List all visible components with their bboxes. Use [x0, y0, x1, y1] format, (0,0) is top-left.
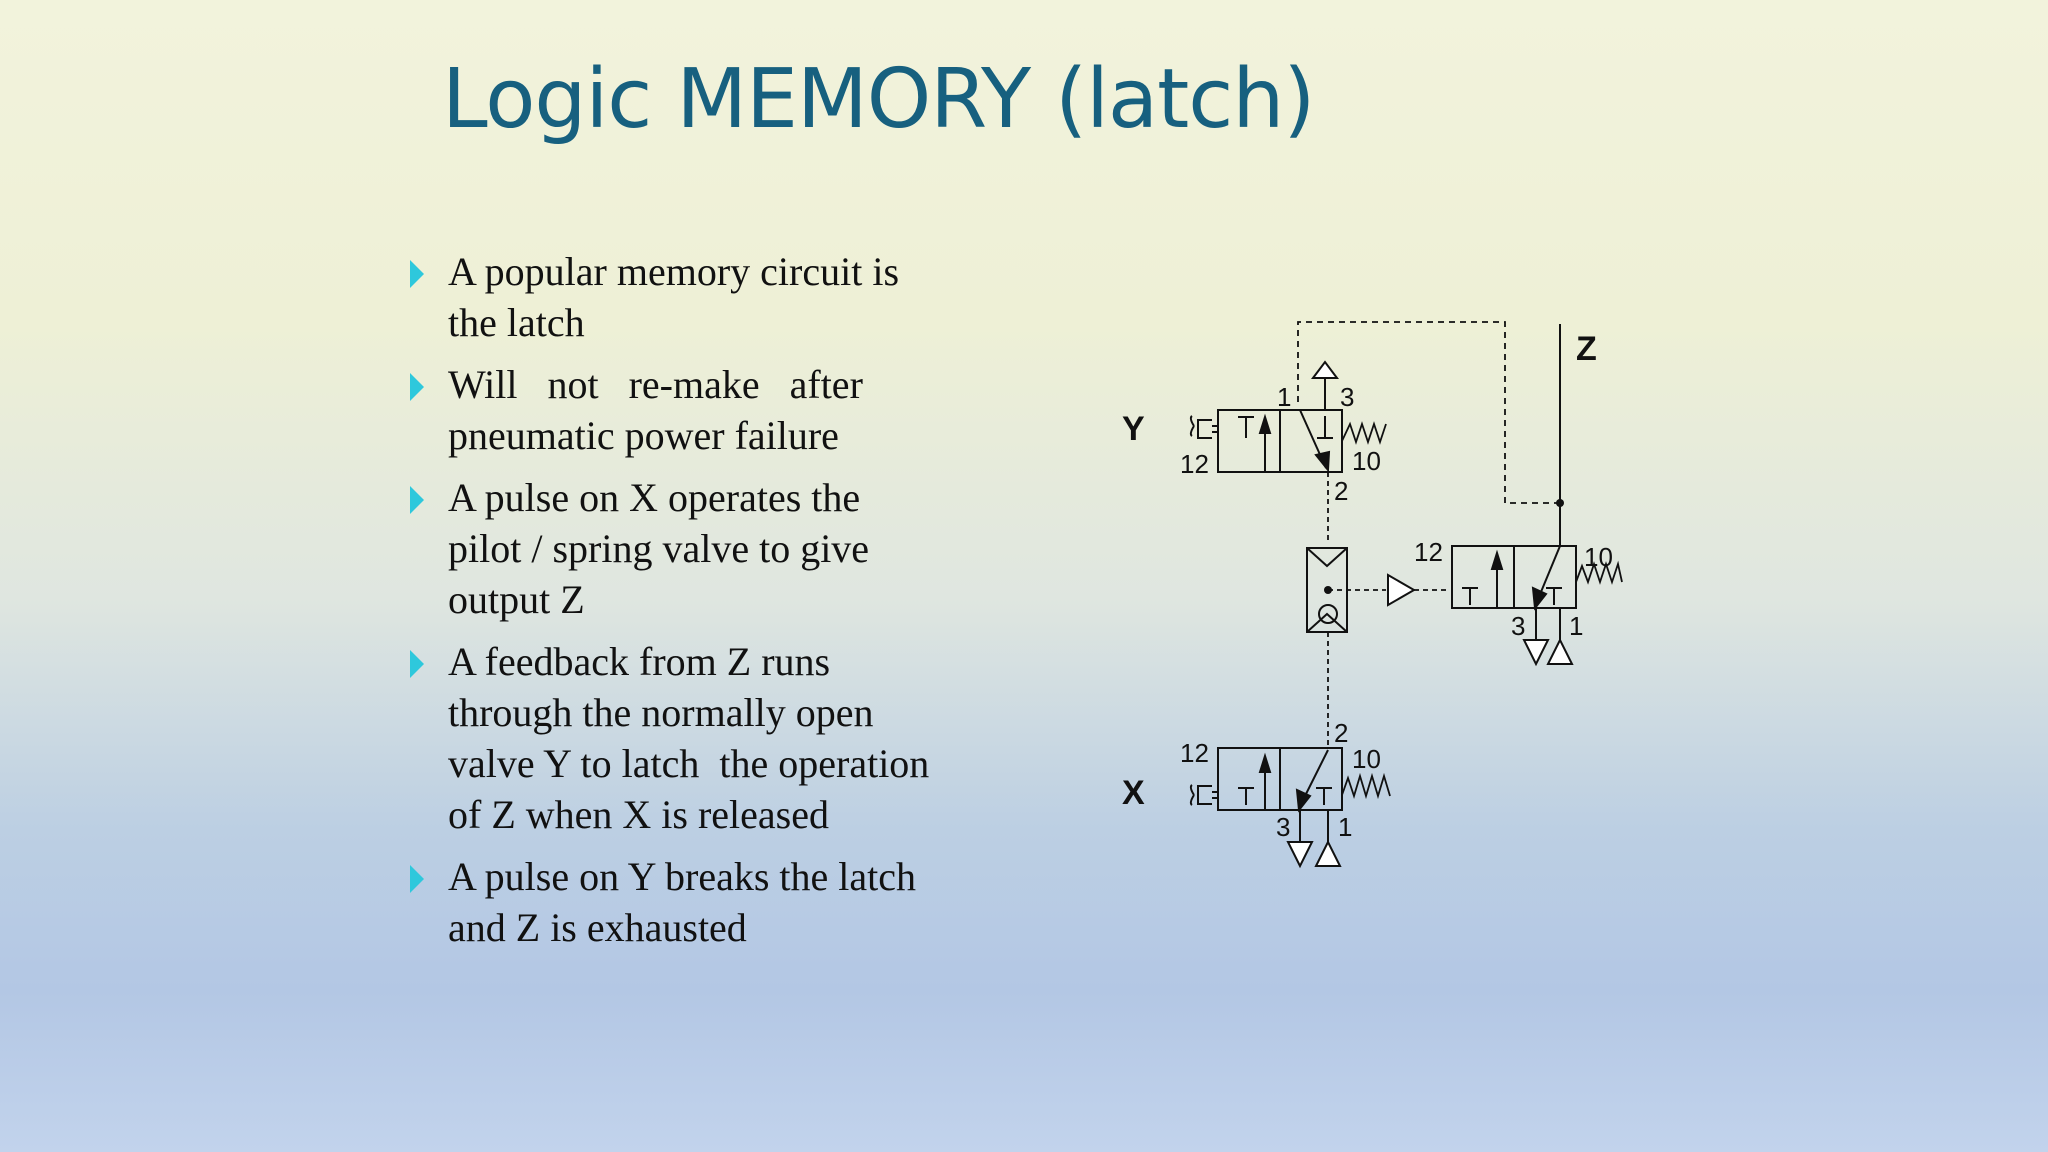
bullet-marker-icon [410, 486, 424, 514]
pneumatic-circuit-diagram: Y X Z 1 3 12 10 2 12 10 3 1 2 12 10 3 1 [1122, 321, 1623, 869]
bullet-line: Will not re-make after [448, 362, 863, 407]
y-label: Y [1122, 410, 1145, 448]
z-junction-dot [1556, 499, 1564, 507]
port-label: 10 [1584, 542, 1613, 572]
bullet-line: through the normally open [448, 690, 874, 735]
valve-x [1189, 747, 1391, 869]
port-label: 10 [1352, 446, 1381, 476]
x-label: X [1122, 774, 1145, 812]
bullet-marker-icon [410, 650, 424, 678]
port-label: 12 [1414, 537, 1443, 567]
feedback-pilot-line [1297, 321, 1560, 504]
port-label: 12 [1180, 449, 1209, 479]
slide-title: Logic MEMORY (latch) [442, 52, 1315, 147]
bullet-line: A popular memory circuit is [448, 249, 900, 294]
bullet-line: the latch [448, 300, 585, 345]
port-label: 2 [1334, 476, 1348, 506]
bullet-marker-icon [410, 373, 424, 401]
bullet-line: of Z when X is released [448, 792, 829, 837]
bullet-line: and Z is exhausted [448, 905, 747, 950]
port-label: 12 [1180, 738, 1209, 768]
bullet-item: A pulse on X operates the pilot / spring… [405, 472, 1005, 625]
bullet-line: pneumatic power failure [448, 413, 839, 458]
bullet-item: A feedback from Z runs through the norma… [405, 636, 1005, 840]
port-label: 1 [1569, 611, 1583, 641]
z-label: Z [1576, 330, 1597, 368]
bullet-item: Will not re-make after pneumatic power f… [405, 359, 1005, 461]
port-label: 1 [1277, 382, 1291, 412]
port-label: 3 [1340, 382, 1354, 412]
shuttle-valve [1306, 547, 1448, 633]
bullet-line: A feedback from Z runs [448, 639, 831, 684]
main-valve [1451, 545, 1623, 667]
bullet-marker-icon [410, 260, 424, 288]
bullet-line: output Z [448, 577, 585, 622]
bullet-item: A pulse on Y breaks the latch and Z is e… [405, 851, 1005, 953]
port-label: 1 [1338, 812, 1352, 842]
bullet-marker-icon [410, 865, 424, 893]
port-label: 10 [1352, 744, 1381, 774]
valve-y [1189, 360, 1387, 473]
bullet-list: A popular memory circuit is the latch Wi… [405, 246, 1005, 964]
bullet-item: A popular memory circuit is the latch [405, 246, 1005, 348]
port-label: 3 [1276, 812, 1290, 842]
port-label: 3 [1511, 611, 1525, 641]
bullet-line: A pulse on X operates the [448, 475, 861, 520]
bullet-line: valve Y to latch the operation [448, 741, 930, 786]
bullet-line: A pulse on Y breaks the latch [448, 854, 917, 899]
port-label: 2 [1334, 718, 1348, 748]
bullet-line: pilot / spring valve to give [448, 526, 870, 571]
